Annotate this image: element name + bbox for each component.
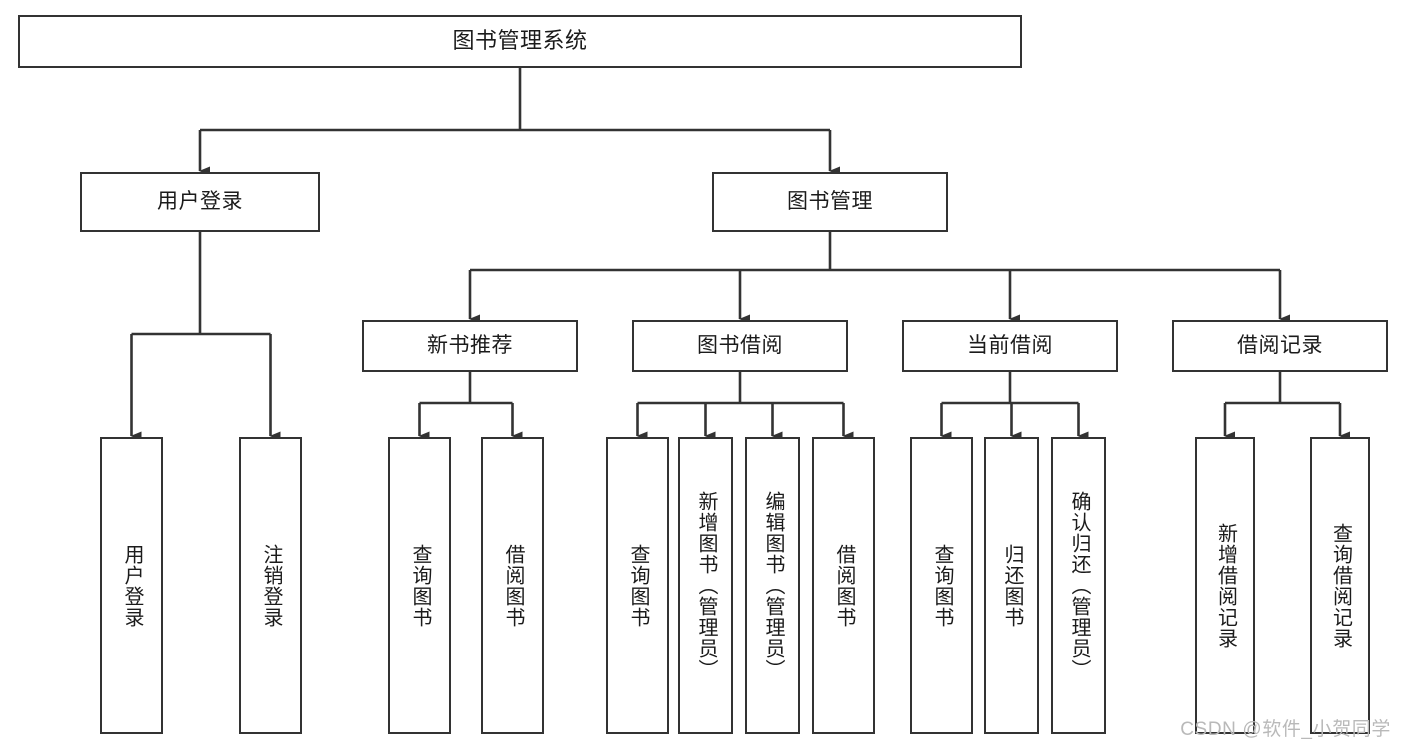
node-leaf-borrow-book-1[interactable]: 借阅图书 xyxy=(481,437,544,734)
node-label: 查询图书 xyxy=(409,543,431,628)
node-label: 用户登录 xyxy=(157,190,243,214)
node-label: 查询图书 xyxy=(931,543,953,628)
node-leaf-add-record[interactable]: 新增借阅记录 xyxy=(1195,437,1255,734)
node-label: 新书推荐 xyxy=(427,334,513,358)
node-label: 借阅图书 xyxy=(833,543,855,628)
node-label: 编辑图书（管理员） xyxy=(762,491,784,680)
node-leaf-add-book[interactable]: 新增图书（管理员） xyxy=(678,437,733,734)
node-leaf-logout[interactable]: 注销登录 xyxy=(239,437,302,734)
node-label: 归还图书 xyxy=(1001,543,1023,628)
node-label: 注销登录 xyxy=(260,543,282,628)
node-leaf-query-book-1[interactable]: 查询图书 xyxy=(388,437,451,734)
node-label: 用户登录 xyxy=(121,543,143,628)
node-label: 新增借阅记录 xyxy=(1214,522,1237,649)
node-book-management[interactable]: 图书管理 xyxy=(712,172,948,232)
node-label: 查询借阅记录 xyxy=(1329,522,1352,649)
node-user-login[interactable]: 用户登录 xyxy=(80,172,320,232)
node-leaf-query-record[interactable]: 查询借阅记录 xyxy=(1310,437,1370,734)
node-book-borrow[interactable]: 图书借阅 xyxy=(632,320,848,372)
node-label: 新增图书（管理员） xyxy=(695,491,717,680)
node-borrow-record[interactable]: 借阅记录 xyxy=(1172,320,1388,372)
node-root[interactable]: 图书管理系统 xyxy=(18,15,1022,68)
node-label: 图书借阅 xyxy=(697,334,783,358)
node-label: 查询图书 xyxy=(627,543,649,628)
node-label: 借阅图书 xyxy=(502,543,524,628)
node-leaf-return-book[interactable]: 归还图书 xyxy=(984,437,1039,734)
node-label: 图书管理 xyxy=(787,190,873,214)
node-leaf-confirm-return[interactable]: 确认归还（管理员） xyxy=(1051,437,1106,734)
node-leaf-edit-book[interactable]: 编辑图书（管理员） xyxy=(745,437,800,734)
node-new-book-recommend[interactable]: 新书推荐 xyxy=(362,320,578,372)
node-leaf-query-book-2[interactable]: 查询图书 xyxy=(606,437,669,734)
node-label: 借阅记录 xyxy=(1237,334,1323,358)
node-label: 确认归还（管理员） xyxy=(1068,491,1090,680)
node-leaf-user-login[interactable]: 用户登录 xyxy=(100,437,163,734)
node-leaf-borrow-book-2[interactable]: 借阅图书 xyxy=(812,437,875,734)
node-leaf-query-book-3[interactable]: 查询图书 xyxy=(910,437,973,734)
node-label: 图书管理系统 xyxy=(452,28,588,54)
node-current-borrow[interactable]: 当前借阅 xyxy=(902,320,1118,372)
node-label: 当前借阅 xyxy=(967,334,1053,358)
